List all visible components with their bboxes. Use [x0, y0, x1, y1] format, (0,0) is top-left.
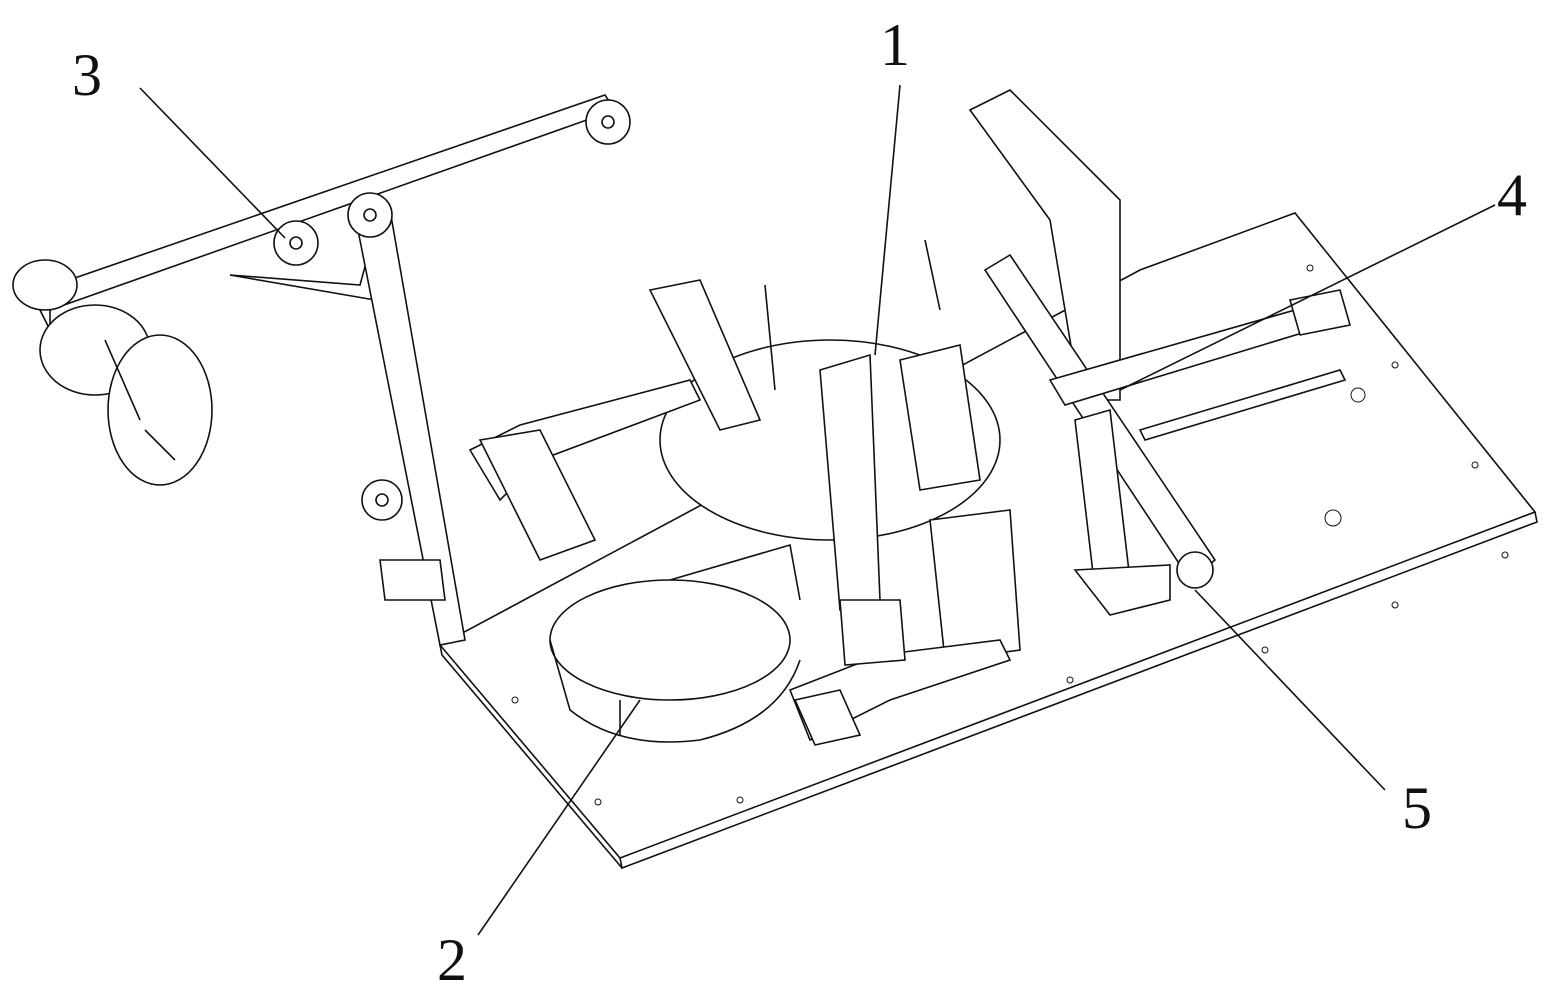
reference-label-3: 3	[72, 45, 102, 105]
reference-label-4: 4	[1497, 165, 1527, 225]
leader-line-3	[140, 88, 285, 238]
reference-label-1: 1	[880, 15, 910, 75]
leader-line-1	[875, 85, 900, 355]
reel-frame	[13, 95, 630, 645]
leader-line-5	[1195, 590, 1385, 790]
reference-label-2: 2	[437, 930, 467, 990]
reference-label-5: 5	[1402, 778, 1432, 838]
